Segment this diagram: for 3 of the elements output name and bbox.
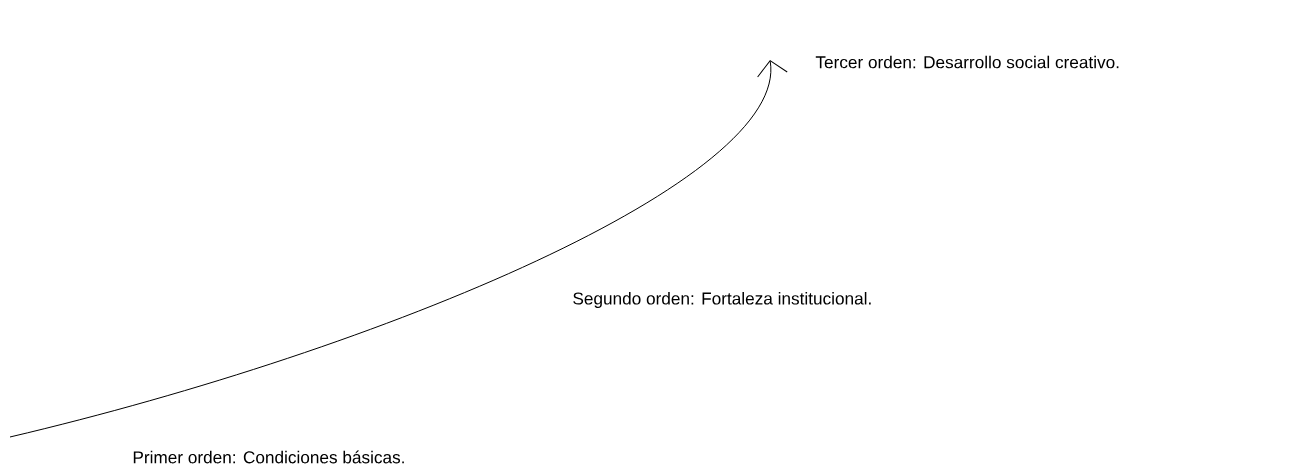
stage-label: Tercer orden: Desarrollo social creativo. (815, 55, 1119, 69)
stage-label: Segundo orden: Fortaleza institucional. (573, 292, 871, 308)
stage-label: Primer orden: Condiciones básicas. (133, 450, 404, 464)
